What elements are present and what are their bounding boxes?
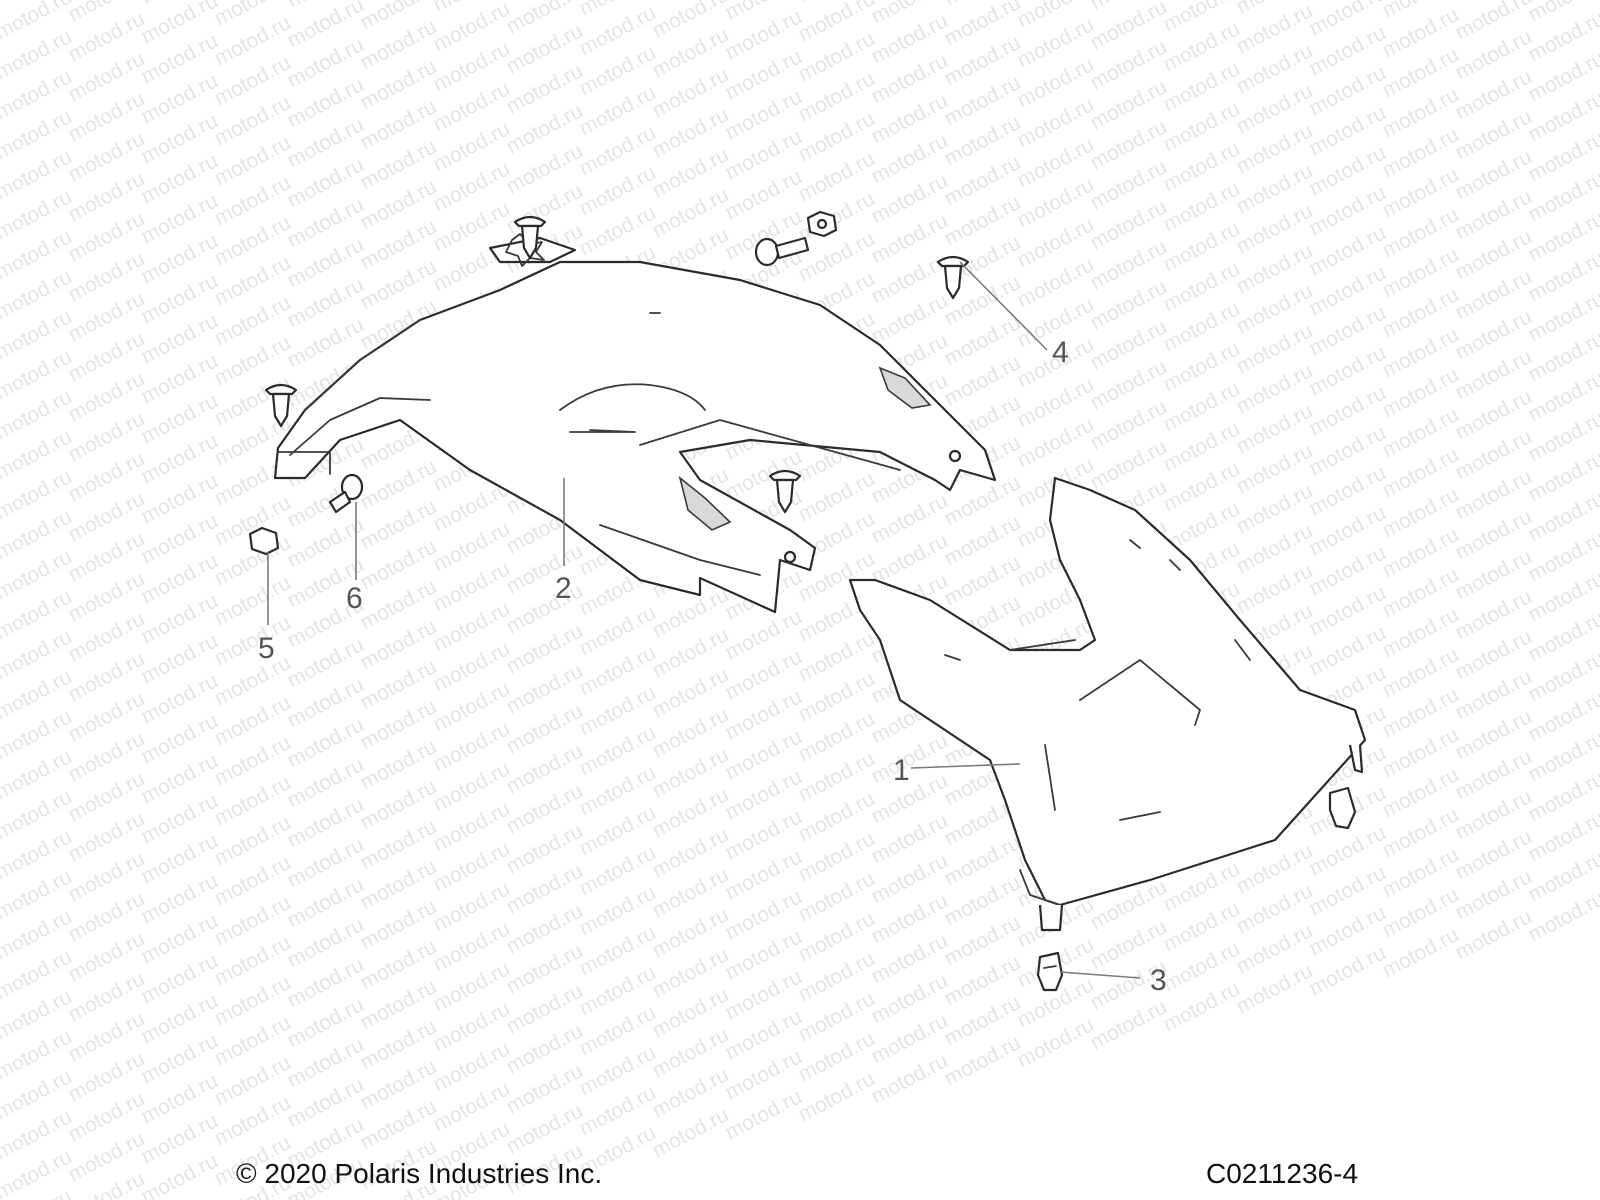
part-2-upper-fender [273, 233, 997, 614]
diagram-code: C0211236-4 [1206, 1158, 1359, 1189]
part-4-push-rivet-left [264, 383, 298, 428]
copyright-notice: © 2020 Polaris Industries Inc. [236, 1158, 603, 1189]
callout-1: 1 [893, 754, 910, 787]
callout-5: 5 [258, 632, 275, 665]
callout-labels: 1 2 3 4 5 6 [258, 336, 1167, 997]
watermark-text: motod.ru [0, 1163, 3, 1200]
part-3-clip-right [1328, 786, 1357, 830]
callout-2: 2 [555, 572, 572, 605]
part-5-nut [248, 526, 280, 556]
callout-lines [267, 261, 1141, 979]
part-5-nut-upper [806, 210, 838, 238]
part-6-bolt-upper [754, 236, 810, 267]
part-4-push-rivet-right [936, 255, 970, 300]
callout-6: 6 [346, 582, 363, 615]
callout-4: 4 [1052, 336, 1069, 369]
part-6-bolt [328, 473, 364, 514]
part-3-clip [1036, 951, 1064, 992]
callout-3: 3 [1150, 964, 1167, 997]
part-4-push-rivet-center [768, 469, 802, 514]
part-4-push-rivet-upper [513, 215, 547, 260]
part-1-lower-panel [848, 476, 1367, 932]
